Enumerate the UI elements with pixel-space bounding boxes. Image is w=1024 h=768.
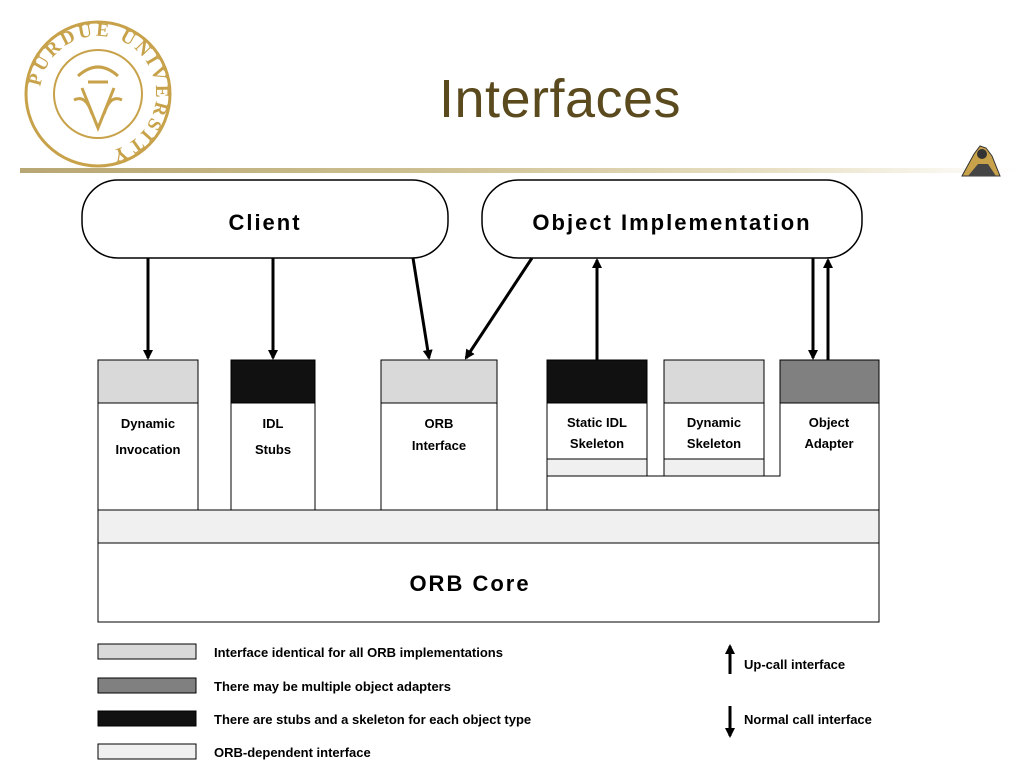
idl-stubs-component: IDL Stubs xyxy=(230,359,316,511)
object-implementation-box xyxy=(481,179,863,259)
object-adapter-line2: Adapter xyxy=(804,436,853,451)
idl-stubs-line2: Stubs xyxy=(255,442,291,457)
dynamic-invocation-line1: Dynamic xyxy=(121,416,175,431)
dynamic-skeleton-line2: Skeleton xyxy=(687,436,741,451)
purdue-corner-logo xyxy=(961,145,1001,177)
legend-identical: Interface identical for all ORB implemen… xyxy=(214,645,503,660)
legend-swatch-black xyxy=(97,710,197,727)
legend-orb-dependent: ORB-dependent interface xyxy=(214,745,371,760)
title-divider xyxy=(20,168,1020,173)
legend: Interface identical for all ORB implemen… xyxy=(97,643,872,760)
static-idl-skeleton-component: Static IDL Skeleton xyxy=(546,359,648,477)
dynamic-skeleton-line1: Dynamic xyxy=(687,415,741,430)
arrow-objimpl-to-orb-interface xyxy=(464,257,534,360)
legend-swatch-light-gray xyxy=(97,643,197,660)
client-box xyxy=(81,179,449,259)
dynamic-invocation-component: Dynamic Invocation xyxy=(97,359,199,511)
orb-interface-line1: ORB xyxy=(425,416,454,431)
dynamic-invocation-line2: Invocation xyxy=(115,442,180,457)
legend-normal-call: Normal call interface xyxy=(744,712,872,727)
object-implementation-label: Object Implementation xyxy=(532,210,811,235)
legend-swatch-dark-gray xyxy=(97,677,197,694)
legend-multiple-adapters: There may be multiple object adapters xyxy=(214,679,451,694)
client-label: Client xyxy=(228,210,301,235)
static-idl-skeleton-line1: Static IDL xyxy=(567,415,627,430)
orb-core-label: ORB Core xyxy=(409,571,530,596)
orb-core-box xyxy=(97,542,880,623)
purdue-seal-logo: PURDUE UNIVERSITY xyxy=(24,20,172,168)
orb-interface-component: ORB Interface xyxy=(380,359,498,511)
orb-interface-line2: Interface xyxy=(412,438,466,453)
idl-stubs-line1: IDL xyxy=(263,416,284,431)
dynamic-skeleton-component: Dynamic Skeleton xyxy=(663,359,765,477)
legend-stubs-skeleton: There are stubs and a skeleton for each … xyxy=(214,712,531,727)
legend-swatch-very-light xyxy=(97,743,197,760)
orb-dependent-band xyxy=(97,509,880,544)
object-adapter-component: Object Adapter xyxy=(779,359,880,451)
slide-title: Interfaces xyxy=(438,69,682,129)
object-adapter-line1: Object xyxy=(809,415,850,430)
legend-upcall: Up-call interface xyxy=(744,657,845,672)
static-idl-skeleton-line2: Skeleton xyxy=(570,436,624,451)
arrow-client-to-orb-interface xyxy=(411,257,433,360)
